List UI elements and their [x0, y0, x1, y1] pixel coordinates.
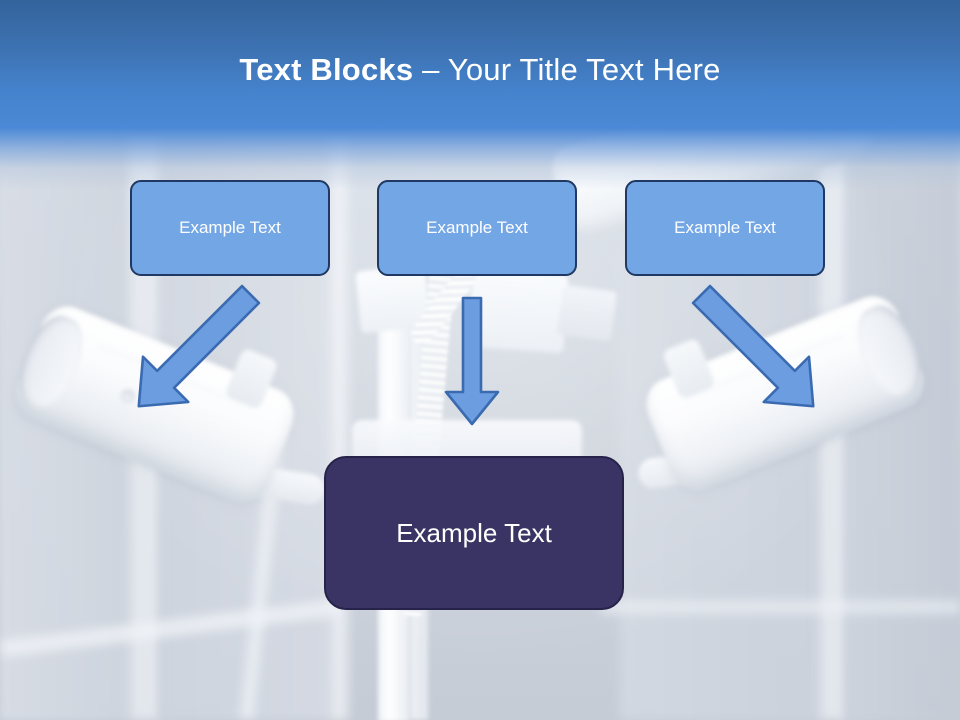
text-block-1[interactable]: Example Text [130, 180, 330, 276]
title-bar [0, 0, 960, 128]
text-block-2-label: Example Text [426, 218, 528, 237]
page-title: Text Blocks – Your Title Text Here [0, 52, 960, 88]
arrow-down-right-icon [137, 283, 372, 433]
text-block-2[interactable]: Example Text [377, 180, 577, 276]
page-title-strong: Text Blocks [239, 52, 414, 87]
page-title-rest: Your Title Text Here [447, 52, 721, 87]
text-block-3[interactable]: Example Text [625, 180, 825, 276]
arrow-down-icon [440, 296, 504, 428]
result-text-block[interactable]: Example Text [324, 456, 624, 610]
title-bar-fade [0, 128, 960, 190]
text-block-1-label: Example Text [179, 218, 281, 237]
building-mullion [600, 600, 960, 614]
arrow-down-left-icon [580, 283, 815, 433]
result-text-block-label: Example Text [396, 517, 552, 548]
text-block-3-label: Example Text [674, 218, 776, 237]
page-title-dash: – [413, 52, 448, 87]
